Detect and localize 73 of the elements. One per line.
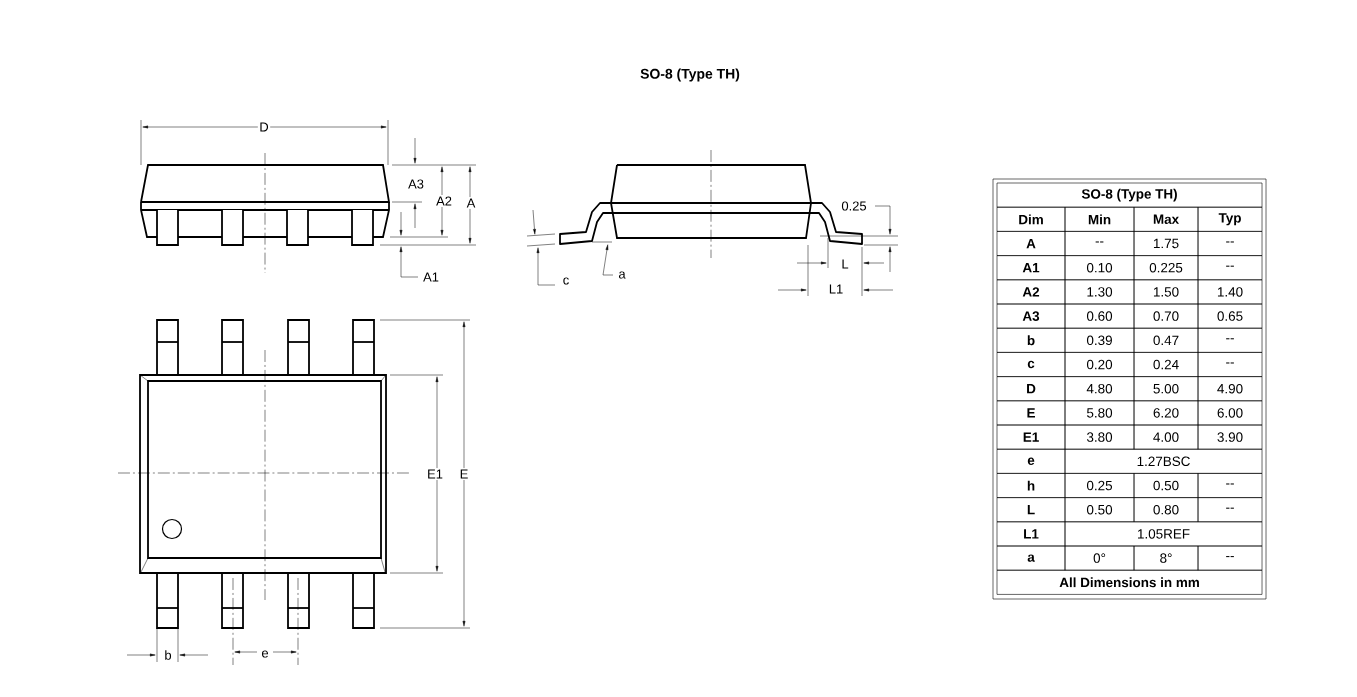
dimension-label: A [465,197,477,209]
dimension-label: a [616,269,628,281]
table-cell: 0.10 [1064,255,1135,281]
table-cell: 1.30 [1064,279,1135,305]
table-cell: 1.27BSC [1064,448,1263,474]
dimension-label: A3 [406,177,426,191]
table-cell: c [996,352,1066,377]
table-cell: 0.47 [1133,327,1199,353]
table-cell: A [996,231,1066,256]
dimension-label: D [257,121,271,133]
table-cell: 0.24 [1133,352,1199,377]
table-cell: 0.70 [1133,303,1199,329]
table-cell: -- [1197,327,1263,353]
dimension-label: L [839,258,851,270]
table-cell: 5.80 [1064,400,1135,426]
table-cell: 0.65 [1197,303,1263,329]
table-cell: All Dimensions in mm [996,569,1263,595]
table-cell: -- [1197,473,1263,498]
table-cell: 1.50 [1133,279,1199,305]
table-cell: Typ [1197,206,1263,232]
dimension-label: E [458,468,470,480]
table-cell: 6.20 [1133,400,1199,426]
table-cell: 4.00 [1133,424,1199,450]
table-cell: A1 [996,255,1066,281]
table-cell: -- [1197,255,1263,281]
table-cell: -- [1197,545,1263,571]
table-cell: 0.50 [1133,473,1199,498]
table-cell: -- [1064,231,1135,256]
table-cell: e [996,448,1066,474]
table-cell: A3 [996,303,1066,329]
table-cell: L1 [996,521,1066,547]
dimension-label: E1 [425,468,445,480]
table-cell: h [996,473,1066,498]
dimension-label: L1 [827,283,845,295]
table-cell: 3.90 [1197,424,1263,450]
title: SO-8 (Type TH) [640,68,740,82]
dimension-label: A2 [434,195,454,207]
table-cell: 8° [1133,545,1199,571]
table-cell: D [996,376,1066,402]
table-cell: 0.20 [1064,352,1135,377]
table-cell: 1.75 [1133,231,1199,256]
table-cell: 4.80 [1064,376,1135,402]
table-cell: a [996,545,1066,571]
table-cell: E1 [996,424,1066,450]
table-cell: 0.80 [1133,497,1199,523]
table-cell: 0.50 [1064,497,1135,523]
table-cell: 1.05REF [1064,521,1263,547]
table-cell: 0.60 [1064,303,1135,329]
table-cell: L [996,497,1066,523]
table-cell: 5.00 [1133,376,1199,402]
table-cell: b [996,327,1066,353]
table-cell: 6.00 [1197,400,1263,426]
dimension-label: e [259,648,271,660]
table-cell: 0.25 [1064,473,1135,498]
table-cell: 1.40 [1197,279,1263,305]
dimension-label: c [561,275,571,287]
table-cell: -- [1197,352,1263,377]
dimension-label: A1 [421,271,441,283]
table-cell: Min [1064,206,1135,232]
table-cell: 4.90 [1197,376,1263,402]
dimension-label: b [162,648,174,662]
table-cell: Max [1133,206,1199,232]
table-cell: E [996,400,1066,426]
table-cell: -- [1197,497,1263,523]
table-cell: 0.39 [1064,327,1135,353]
table-cell: SO-8 (Type TH) [996,182,1263,208]
table-cell: 0.225 [1133,255,1199,281]
table-cell: 3.80 [1064,424,1135,450]
table-cell: Dim [996,206,1066,232]
table-cell: A2 [996,279,1066,305]
table-cell: 0° [1064,545,1135,571]
table-cell: -- [1197,231,1263,256]
dimension-label: 0.25 [839,199,869,213]
